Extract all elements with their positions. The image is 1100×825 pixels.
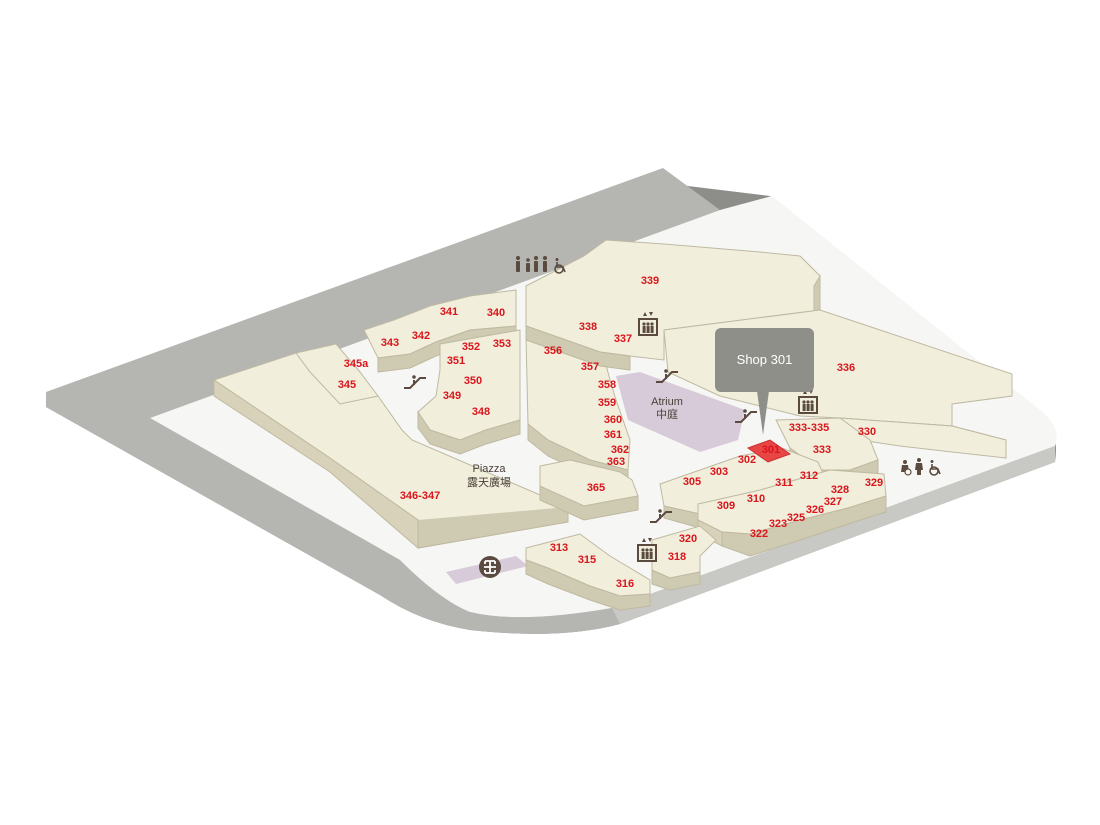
shop-label-318[interactable]: 318 bbox=[668, 551, 686, 563]
shop-label-361[interactable]: 361 bbox=[604, 429, 622, 441]
shop-label-362[interactable]: 362 bbox=[611, 444, 629, 456]
shop-label-349[interactable]: 349 bbox=[443, 390, 461, 402]
atrium-area bbox=[616, 372, 745, 452]
shop-label-333[interactable]: 333 bbox=[813, 444, 831, 456]
shop-label-351[interactable]: 351 bbox=[447, 355, 465, 367]
shop-label-346-347[interactable]: 346-347 bbox=[400, 490, 440, 502]
shop-label-365[interactable]: 365 bbox=[587, 482, 605, 494]
accessible-icon[interactable] bbox=[554, 258, 566, 274]
shop-label-325[interactable]: 325 bbox=[787, 512, 805, 524]
shop-label-327[interactable]: 327 bbox=[824, 496, 842, 508]
shop-label-348[interactable]: 348 bbox=[472, 406, 490, 418]
shop-label-350[interactable]: 350 bbox=[464, 375, 482, 387]
escalator-icon[interactable] bbox=[656, 369, 678, 383]
lift-icon[interactable] bbox=[637, 538, 657, 562]
shop-label-363[interactable]: 363 bbox=[607, 456, 625, 468]
piazza-label-zh: 露天廣場 bbox=[467, 475, 511, 489]
lift-icon[interactable] bbox=[638, 312, 658, 336]
atrium-label-en: Atrium bbox=[651, 396, 683, 408]
mtr-icon[interactable] bbox=[479, 556, 501, 578]
shop-label-336[interactable]: 336 bbox=[837, 362, 855, 374]
shop-tooltip-label: Shop 301 bbox=[736, 352, 793, 367]
escalator-icon[interactable] bbox=[650, 509, 672, 523]
shop-label-302[interactable]: 302 bbox=[738, 454, 756, 466]
shop-blocks bbox=[212, 239, 1013, 611]
shop-label-345[interactable]: 345 bbox=[338, 379, 356, 391]
shop-label-343[interactable]: 343 bbox=[381, 337, 399, 349]
shop-label-342[interactable]: 342 bbox=[412, 330, 430, 342]
shop-label-337[interactable]: 337 bbox=[614, 333, 632, 345]
shop-label-357[interactable]: 357 bbox=[581, 361, 599, 373]
shop-label-329[interactable]: 329 bbox=[865, 477, 883, 489]
piazza-label-en: Piazza bbox=[472, 463, 506, 475]
shop-label-315[interactable]: 315 bbox=[578, 554, 596, 566]
shop-label-320[interactable]: 320 bbox=[679, 533, 697, 545]
shop-label-305[interactable]: 305 bbox=[683, 476, 701, 488]
shop-label-301[interactable]: 301 bbox=[762, 444, 780, 456]
shop-label-358[interactable]: 358 bbox=[598, 379, 616, 391]
shop-label-313[interactable]: 313 bbox=[550, 542, 568, 554]
accessible-icon[interactable] bbox=[929, 460, 941, 476]
restroom-icon[interactable] bbox=[915, 458, 923, 475]
baby-care-icon[interactable] bbox=[901, 460, 912, 476]
shop-label-323[interactable]: 323 bbox=[769, 518, 787, 530]
escalator-icon[interactable] bbox=[735, 409, 757, 423]
shop-tooltip: Shop 301 bbox=[715, 328, 814, 392]
shop-label-311[interactable]: 311 bbox=[775, 477, 793, 489]
shop-label-345a[interactable]: 345a bbox=[344, 358, 369, 370]
atrium-label-zh: 中庭 bbox=[656, 407, 678, 421]
shop-label-353[interactable]: 353 bbox=[493, 338, 511, 350]
shop-label-330[interactable]: 330 bbox=[858, 426, 876, 438]
shop-label-312[interactable]: 312 bbox=[800, 470, 818, 482]
shop-tooltip-pointer bbox=[757, 391, 769, 435]
shop-label-359[interactable]: 359 bbox=[598, 397, 616, 409]
shop-label-341[interactable]: 341 bbox=[440, 306, 458, 318]
shop-labels: 301 302 303 305 309 310 311 312 313 315 316 318 320 3… bbox=[338, 275, 883, 590]
shop-block-301[interactable] bbox=[746, 439, 792, 463]
shop-label-339[interactable]: 339 bbox=[641, 275, 659, 287]
shop-label-316[interactable]: 316 bbox=[616, 578, 634, 590]
escalator-icon[interactable] bbox=[404, 375, 426, 389]
shop-label-356[interactable]: 356 bbox=[544, 345, 562, 357]
shop-label-310[interactable]: 310 bbox=[747, 493, 765, 505]
shop-label-303[interactable]: 303 bbox=[710, 466, 728, 478]
lift-icon[interactable] bbox=[798, 390, 818, 414]
shop-label-338[interactable]: 338 bbox=[579, 321, 597, 333]
shop-block-345[interactable] bbox=[295, 343, 379, 405]
shop-label-360[interactable]: 360 bbox=[604, 414, 622, 426]
shop-label-326[interactable]: 326 bbox=[806, 504, 824, 516]
shop-label-352[interactable]: 352 bbox=[462, 341, 480, 353]
restroom-icon[interactable] bbox=[516, 256, 547, 272]
shop-label-328[interactable]: 328 bbox=[831, 484, 849, 496]
shop-label-322[interactable]: 322 bbox=[750, 528, 768, 540]
shop-label-333-335[interactable]: 333-335 bbox=[789, 422, 829, 434]
shop-label-309[interactable]: 309 bbox=[717, 500, 735, 512]
shop-label-340[interactable]: 340 bbox=[487, 307, 505, 319]
